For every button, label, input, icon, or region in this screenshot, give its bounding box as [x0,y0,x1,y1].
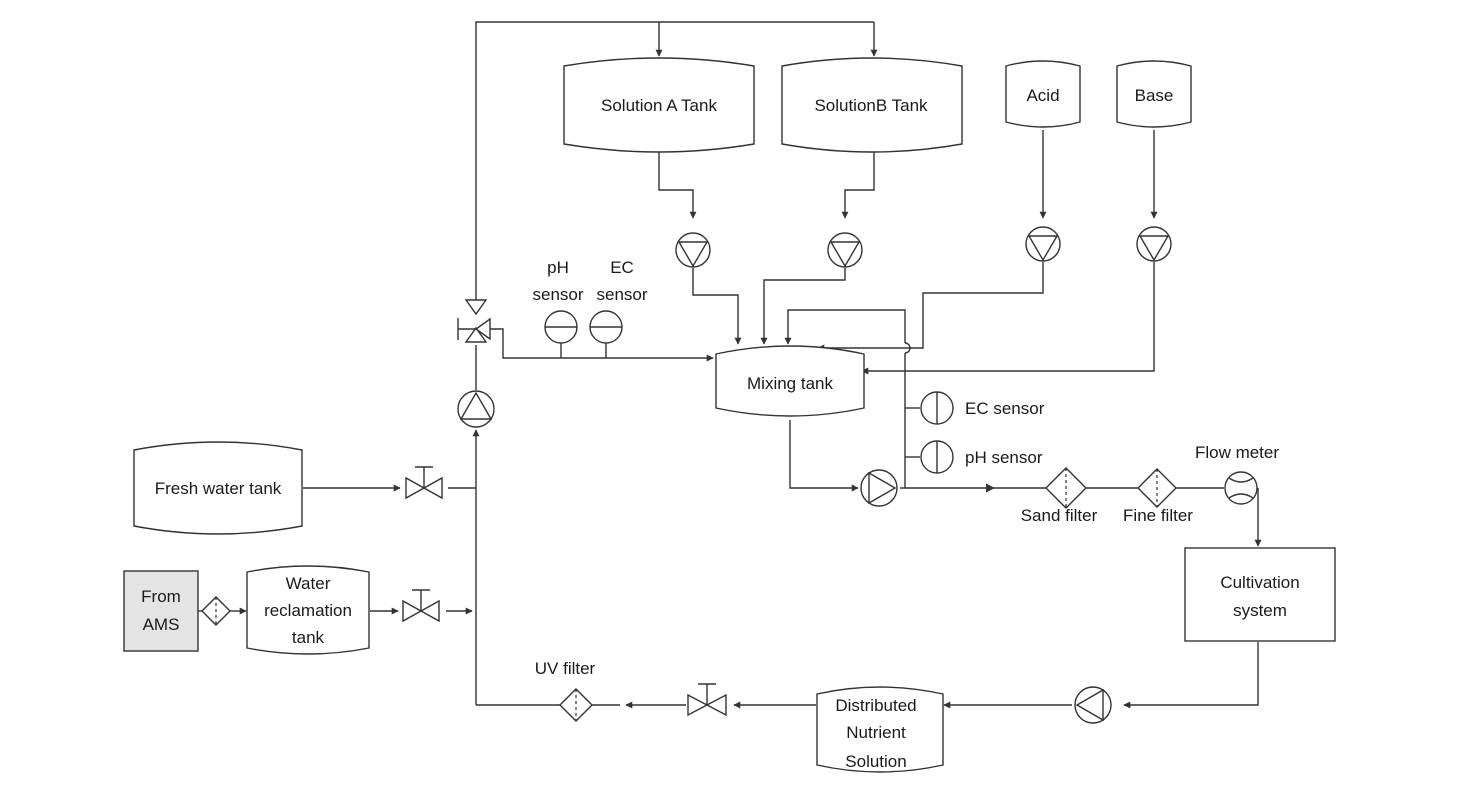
pipe-cultivation-out [1123,642,1259,709]
mixing-tank: Mixing tank [715,345,865,417]
ec-sensor-right-icon [920,391,954,425]
pump-solution-b-icon [827,232,863,268]
water-reclamation-label-2: reclamation [264,601,352,620]
labels: pH sensor EC sensor EC sensor pH sensor … [532,258,1279,678]
pipe-recirculation-top [475,21,874,300]
fresh-water-tank: Fresh water tank [133,441,303,535]
flow-meter-label: Flow meter [1195,443,1279,462]
reclamation-valve-icon [402,589,440,623]
fine-filter-label: Fine filter [1123,506,1193,525]
pump-solution-a-icon [675,232,711,268]
cultivation-label-1: Cultivation [1220,573,1299,592]
distributed-nutrient-tank: Distributed Nutrient Solution [816,686,944,773]
pipe-solution-a-out [658,152,697,219]
pipes [198,21,1262,709]
base-tank-label: Base [1135,86,1174,105]
distributed-label-1: Distributed [835,696,916,715]
from-ams-box: From AMS [123,570,199,652]
distributed-label-3: Solution [845,752,906,771]
sand-filter-label: Sand filter [1021,506,1098,525]
pipe-valve-to-mixing [490,328,714,362]
fine-filter-icon [1137,468,1177,508]
ec-sensor-top-label-2: sensor [596,285,647,304]
pipe-acid-pump-to-mixing [817,262,1044,352]
pipe-pump-b-to-mixing [760,268,846,345]
flow-meter-icon [1224,471,1258,505]
uv-filter-icon [559,688,593,722]
pipe-bypass-hop [904,342,911,354]
acid-tank: Acid [1005,60,1081,128]
pump-mixing-out-icon [860,469,898,507]
three-way-valve-icon [457,299,491,343]
fresh-water-tank-label: Fresh water tank [155,479,282,498]
solution-b-tank: SolutionB Tank [781,57,963,153]
water-reclamation-label-3: tank [292,628,325,647]
ams-filter-icon [201,596,231,626]
water-reclamation-tank: Water reclamation tank [246,565,370,655]
distributed-label-2: Nutrient [846,723,906,742]
pipe-pump-a-to-mixing [692,268,742,345]
pipe-solution-b-out [841,152,875,219]
sand-filter-icon [1045,467,1087,509]
ec-sensor-top-label-1: EC [610,258,634,277]
pipe-bypass-top [784,309,906,345]
from-ams-label-2: AMS [143,615,180,634]
from-ams-label-1: From [141,587,181,606]
ec-sensor-right-label: EC sensor [965,399,1045,418]
pipe-base-pump-to-mixing [861,262,1155,375]
ph-sensor-right-icon [920,440,954,474]
fresh-water-valve-icon [405,466,443,500]
ph-sensor-top-label-2: sensor [532,285,583,304]
ph-sensor-right-label: pH sensor [965,448,1043,467]
uv-filter-label: UV filter [535,659,596,678]
base-tank: Base [1116,60,1192,128]
cultivation-label-2: system [1233,601,1287,620]
pump-supply-icon [457,390,495,428]
return-valve-icon [687,683,727,717]
ph-sensor-top-icon [544,310,578,344]
solution-a-tank-label: Solution A Tank [601,96,717,115]
pump-acid-icon [1025,226,1061,262]
acid-tank-label: Acid [1026,86,1059,105]
ph-sensor-top-label-1: pH [547,258,569,277]
pipe-mixing-out [789,420,859,492]
mixing-tank-label: Mixing tank [747,374,833,393]
pump-base-icon [1136,226,1172,262]
solution-b-tank-label: SolutionB Tank [814,96,928,115]
ec-sensor-top-icon [589,310,623,344]
water-reclamation-label-1: Water [286,574,331,593]
solution-a-tank: Solution A Tank [563,57,755,153]
pump-return-icon [1074,686,1112,724]
cultivation-system-box: Cultivation system [1184,547,1336,642]
